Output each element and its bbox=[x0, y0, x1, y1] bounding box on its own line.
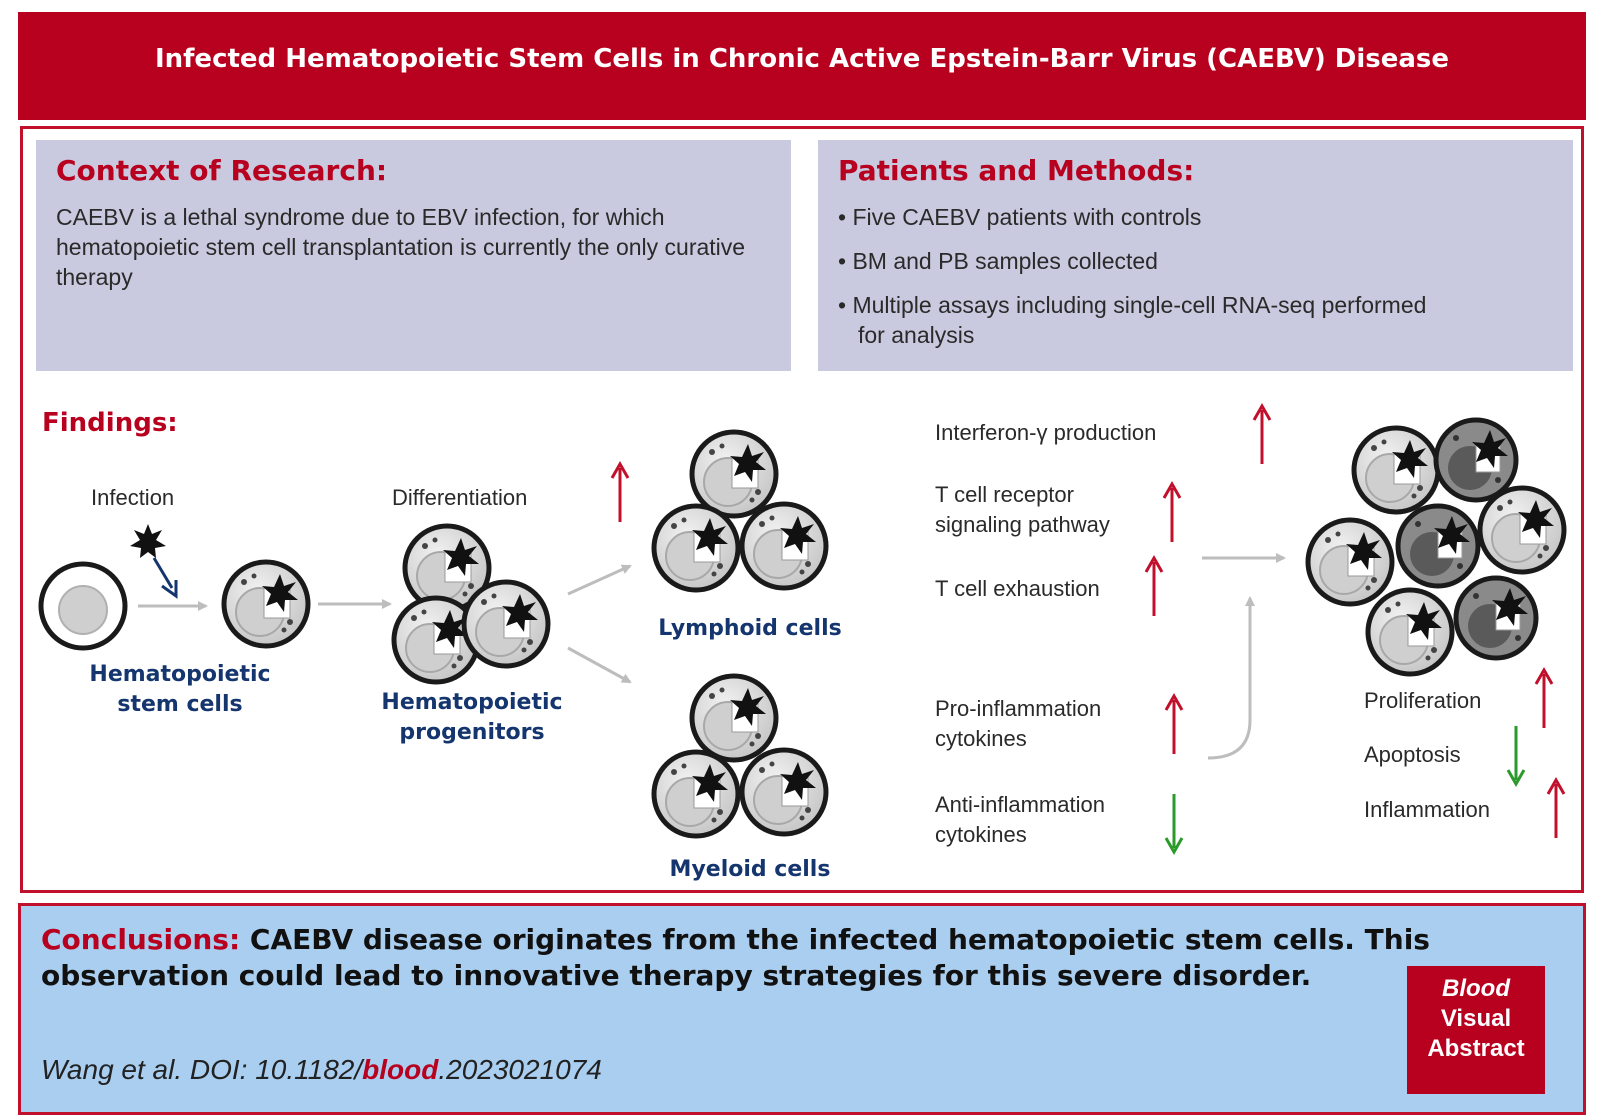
inflammation-label: Inflammation bbox=[1364, 797, 1490, 822]
myeloid-label: Myeloid cells bbox=[669, 857, 831, 882]
findings-title: Findings: bbox=[42, 408, 178, 438]
conclusions-body: CAEBV disease originates from the infect… bbox=[41, 923, 1430, 992]
citation-journal: blood bbox=[362, 1054, 439, 1085]
main-frame bbox=[20, 126, 1584, 893]
differentiation-label: Differentiation bbox=[392, 485, 528, 510]
antiinflammation-label: Anti-inflammation cytokines bbox=[935, 792, 1105, 847]
interferon-label: Interferon-γ production bbox=[935, 420, 1157, 445]
citation: Wang et al. DOI: 10.1182/blood.202302107… bbox=[41, 1054, 602, 1086]
methods-bullet-continuation: for analysis bbox=[858, 322, 975, 348]
conclusions-text: Conclusions: CAEBV disease originates fr… bbox=[41, 922, 1521, 994]
blood-visual-abstract-badge: Blood Visual Abstract bbox=[1407, 966, 1545, 1094]
methods-bullet: • Five CAEBV patients with controls bbox=[838, 204, 1202, 230]
up-arrow-icon bbox=[1546, 778, 1566, 840]
tcr-label: T cell receptor signaling pathway bbox=[935, 482, 1110, 537]
lymphoid-label: Lymphoid cells bbox=[658, 616, 842, 641]
up-arrow-icon bbox=[1162, 482, 1182, 544]
header-banner: Infected Hematopoietic Stem Cells in Chr… bbox=[18, 12, 1586, 120]
infection-label: Infection bbox=[91, 485, 175, 510]
hsc-label: Hematopoietic stem cells bbox=[89, 662, 271, 717]
arrow-to-myeloid bbox=[567, 646, 632, 684]
ebv-virus-icon bbox=[130, 524, 166, 558]
methods-title: Patients and Methods: bbox=[838, 154, 1195, 187]
arrow-from-cytokines bbox=[1207, 596, 1255, 760]
methods-panel: Patients and Methods: • Five CAEBV patie… bbox=[818, 140, 1573, 371]
uninfected-stem-cell bbox=[38, 561, 128, 651]
down-arrow-icon bbox=[1164, 792, 1184, 854]
down-arrow-icon bbox=[1506, 724, 1526, 786]
badge-line: Visual bbox=[1440, 1005, 1512, 1032]
infection-arrow-icon bbox=[152, 557, 178, 599]
lymphoid-cluster bbox=[654, 432, 826, 590]
progenitors-label: Hematopoietic progenitors bbox=[381, 690, 563, 745]
citation-prefix: Wang et al. DOI: 10.1182/ bbox=[41, 1054, 363, 1085]
myeloid-cluster bbox=[654, 676, 826, 836]
context-body: CAEBV is a lethal syndrome due to EBV in… bbox=[56, 204, 746, 290]
up-arrow-icon bbox=[1144, 556, 1164, 618]
progenitor-cluster bbox=[394, 526, 548, 682]
badge-line: Abstract bbox=[1427, 1035, 1525, 1062]
up-arrow-icon bbox=[610, 462, 630, 524]
context-title: Context of Research: bbox=[56, 154, 388, 187]
proliferation-label: Proliferation bbox=[1364, 688, 1482, 713]
exhaustion-label: T cell exhaustion bbox=[935, 576, 1100, 601]
conclusions-label: Conclusions: bbox=[41, 923, 241, 956]
proinflammation-label: Pro-inflammation cytokines bbox=[935, 696, 1102, 751]
up-arrow-icon bbox=[1534, 668, 1554, 730]
citation-suffix: .2023021074 bbox=[438, 1054, 602, 1085]
up-arrow-icon bbox=[1252, 404, 1272, 466]
methods-bullet: • BM and PB samples collected bbox=[838, 248, 1158, 274]
conclusions-panel: Conclusions: CAEBV disease originates fr… bbox=[18, 903, 1586, 1115]
context-panel: Context of Research: CAEBV is a lethal s… bbox=[36, 140, 791, 371]
infected-tcell-cluster bbox=[1308, 420, 1564, 674]
arrow-to-lymphoid bbox=[567, 564, 632, 596]
up-arrow-icon bbox=[1164, 694, 1184, 756]
apoptosis-label: Apoptosis bbox=[1364, 742, 1461, 767]
badge-line: Blood bbox=[1442, 975, 1510, 1002]
methods-bullet: • Multiple assays including single-cell … bbox=[838, 292, 1427, 318]
infected-stem-cell bbox=[224, 562, 308, 646]
page-title: Infected Hematopoietic Stem Cells in Chr… bbox=[154, 44, 1450, 74]
